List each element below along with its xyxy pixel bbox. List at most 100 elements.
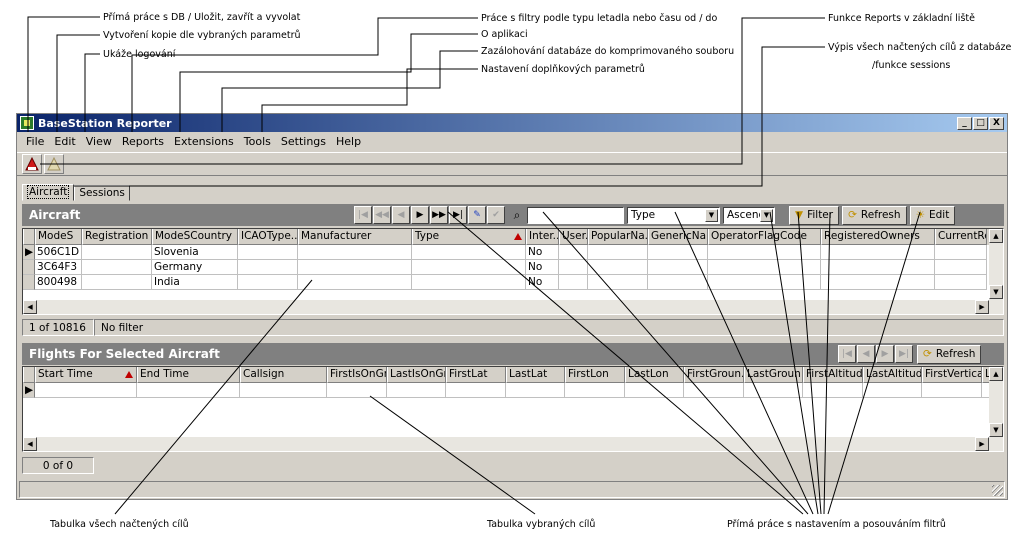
col-header[interactable]: End Time [137,367,240,383]
cell-manufacturer [298,275,412,290]
flights-first-button[interactable]: |◀ [838,345,856,363]
col-header[interactable]: Inter... [526,229,559,245]
cell-manufacturer [298,245,412,260]
menu-settings[interactable]: Settings [280,135,327,148]
scroll-right-icon[interactable]: ▶ [975,300,989,314]
last-record-button[interactable]: ▶| [449,206,467,224]
title-bar[interactable]: BaseStation Reporter _ □ X [17,114,1007,132]
scroll-right-icon[interactable]: ▶ [975,437,989,451]
scroll-up-icon[interactable]: ▲ [989,229,1003,243]
first-record-button[interactable]: |◀ [354,206,372,224]
flights-prev-button[interactable]: ◀ [857,345,875,363]
cell-interested: No [526,275,559,290]
menu-tools[interactable]: Tools [243,135,271,148]
scroll-up-icon[interactable]: ▲ [989,367,1003,381]
search-input[interactable] [527,206,624,224]
scroll-down-icon[interactable]: ▼ [989,285,1003,299]
flights-last-button[interactable]: ▶| [895,345,913,363]
annotation-list-all: Výpis všech načtených cílů z databáze [828,42,1012,53]
post-record-button[interactable]: ✔ [487,206,505,224]
col-header[interactable]: CurrentRe [935,229,987,245]
col-header[interactable]: LastAltitude [863,367,922,383]
col-header[interactable]: RegisteredOwners [821,229,935,245]
menu-view[interactable]: View [85,135,112,148]
cell-modes: 3C64F3 [35,260,82,275]
resize-grip-icon[interactable] [992,485,1003,496]
next-record-button[interactable]: ▶ [411,206,429,224]
table-row[interactable]: ▶ [23,383,1003,398]
col-header[interactable]: FirstGroun... [684,367,744,383]
cell-icaotype [238,275,298,290]
chevron-down-icon: ▼ [760,208,773,222]
flights-grid[interactable]: Start Time End Time Callsign FirstIsOnGr… [22,366,1004,452]
aircraft-grid[interactable]: ModeS Registration ModeSCountry ICAOType… [22,228,1004,315]
col-header[interactable]: Registration [82,229,152,245]
col-header[interactable]: OperatorFlagCode [708,229,821,245]
col-header-type[interactable]: Type [412,229,526,245]
order-select[interactable]: Ascend▼ [723,206,775,224]
flights-next-button[interactable]: ▶ [876,345,894,363]
aircraft-record-count: 1 of 10816 [22,319,94,336]
col-header[interactable]: GenericNa... [648,229,708,245]
table-row[interactable]: 3C64F3 Germany No [23,260,1003,275]
col-header[interactable]: Callsign [240,367,327,383]
cell-interested: No [526,245,559,260]
find-button[interactable]: ⌕ [508,206,526,224]
cell-popular [588,245,648,260]
flights-refresh-button[interactable]: ⟳Refresh [917,344,982,364]
col-header[interactable]: LastLat [506,367,565,383]
col-header[interactable]: LastGroun... [744,367,803,383]
cell-generic [648,245,708,260]
prev-page-button[interactable]: ◀◀ [373,206,391,224]
menu-reports[interactable]: Reports [121,135,165,148]
col-header[interactable]: ModeS [35,229,82,245]
col-header[interactable]: FirstIsOnGr... [327,367,387,383]
menu-extensions[interactable]: Extensions [174,135,234,148]
cell-current [935,245,987,260]
table-row[interactable]: ▶ 506C1D Slovenia No [23,245,1003,260]
annotation-settings: Nastavení doplňkových parametrů [481,64,645,75]
row-indicator-icon: ▶ [23,245,35,260]
col-header[interactable]: ModeSCountry [152,229,238,245]
horizontal-scrollbar[interactable] [23,300,989,314]
scroll-down-icon[interactable]: ▼ [989,423,1003,437]
next-page-button[interactable]: ▶▶ [430,206,448,224]
edit-record-button[interactable]: ✎ [468,206,486,224]
col-header[interactable]: Manufacturer [298,229,412,245]
flights-grid-header: Start Time End Time Callsign FirstIsOnGr… [23,367,1003,383]
col-header[interactable]: LastIsOnGr... [387,367,446,383]
report-button[interactable] [22,154,42,174]
col-header[interactable]: FirstLon [565,367,625,383]
col-header[interactable]: FirstVertica... [922,367,982,383]
menu-file[interactable]: File [26,135,45,148]
col-header[interactable]: PopularNa... [588,229,648,245]
cell-country: India [152,275,238,290]
tab-aircraft[interactable]: Aircraft [22,184,75,201]
refresh-button[interactable]: ⟳Refresh [842,205,907,225]
col-header[interactable]: FirstLat [446,367,506,383]
sessions-report-button[interactable] [44,154,64,174]
minimize-button[interactable]: _ [957,116,972,130]
filter-button[interactable]: ▼Filter [789,205,840,225]
scroll-left-icon[interactable]: ◀ [23,300,37,314]
col-header[interactable]: FirstAltitude [803,367,863,383]
horizontal-scrollbar[interactable] [23,437,989,451]
menu-bar: File Edit View Reports Extensions Tools … [17,133,1007,150]
tab-sessions[interactable]: Sessions [74,185,130,201]
cell-modes: 506C1D [35,245,82,260]
col-header[interactable]: ICAOType... [238,229,298,245]
col-header[interactable]: User... [559,229,588,245]
scroll-left-icon[interactable]: ◀ [23,437,37,451]
col-header[interactable]: LastLon [625,367,684,383]
menu-help[interactable]: Help [336,135,362,148]
menu-edit[interactable]: Edit [54,135,76,148]
col-header-start-time[interactable]: Start Time [35,367,137,383]
table-row[interactable]: 800498 India No [23,275,1003,290]
type-select[interactable]: Type▼ [627,206,720,224]
cell-owners [821,275,935,290]
maximize-button[interactable]: □ [973,116,988,130]
prev-record-button[interactable]: ◀ [392,206,410,224]
close-button[interactable]: X [989,116,1004,130]
cell-type [412,245,526,260]
edit-button[interactable]: ☀Edit [909,205,956,225]
